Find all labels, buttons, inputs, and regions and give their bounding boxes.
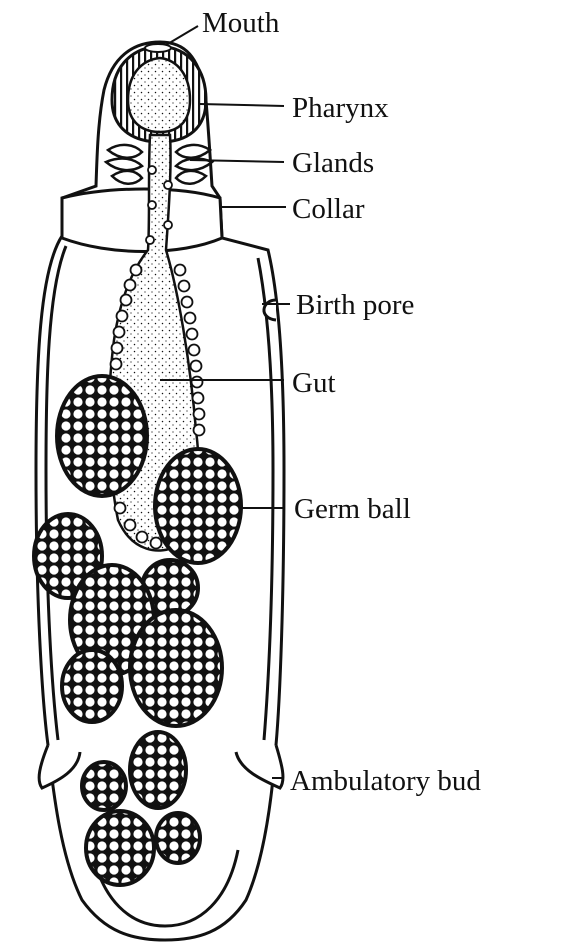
collar-band [62, 189, 222, 252]
label-mouth: Mouth [202, 7, 280, 39]
label-germ-ball: Germ ball [294, 493, 411, 525]
leader-mouth [166, 26, 198, 45]
label-birth-pore: Birth pore [296, 289, 414, 321]
label-glands: Glands [292, 147, 374, 179]
germ-ball [130, 610, 222, 726]
germ-ball [82, 762, 126, 810]
label-ambulatory-bud: Ambulatory bud [290, 765, 481, 797]
labels: Mouth Pharynx Glands Collar Birth pore G… [202, 7, 481, 797]
germ-ball [156, 813, 200, 863]
label-pharynx: Pharynx [292, 92, 389, 124]
germ-ball [130, 732, 186, 808]
germ-ball [86, 811, 154, 885]
germ-balls [34, 376, 241, 885]
germ-ball [57, 376, 147, 496]
pharynx [112, 44, 206, 142]
label-gut: Gut [292, 367, 336, 399]
germ-ball [155, 449, 241, 563]
leader-pharynx [200, 104, 284, 106]
label-collar: Collar [292, 193, 365, 225]
germ-ball [62, 650, 122, 722]
